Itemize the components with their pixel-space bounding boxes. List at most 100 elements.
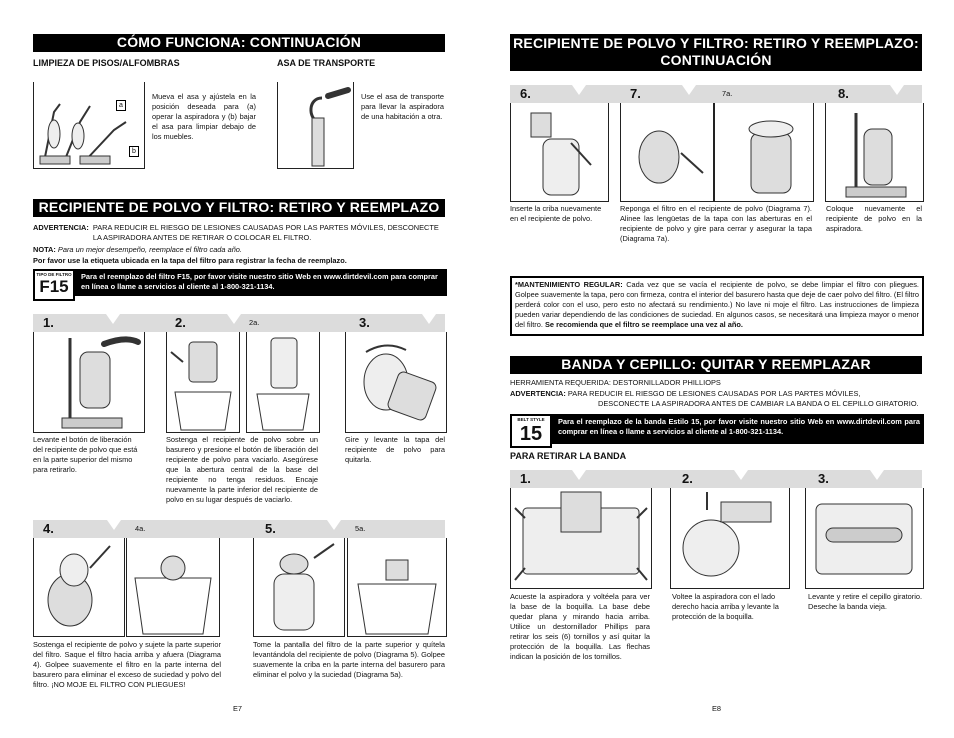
step-4-text: Sostenga el recipiente de polvo y sujete…	[33, 640, 221, 689]
belt-replacement-box: Para el reemplazo de la banda Estilo 15,…	[552, 414, 924, 444]
dust-cup-bottom-icon	[256, 337, 310, 431]
dust-cup-release-icon	[61, 336, 141, 429]
belt-badge-small-label: BELT STYLE	[517, 417, 545, 422]
floor-illustration	[33, 82, 145, 169]
step-4a-label: 4a.	[135, 524, 146, 533]
carry-handle-icon	[309, 87, 351, 167]
belt-warning-line1: PARA REDUCIR EL RIESGO DE LESIONES CAUSA…	[567, 389, 861, 398]
step-notch	[870, 470, 884, 480]
label-a: a	[116, 100, 126, 111]
belt-step-1-text: Acueste la aspiradora y voltéela para ve…	[510, 592, 650, 661]
step-3-text: Gire y levante la tapa del recipiente de…	[345, 435, 445, 464]
belt-warning: ADVERTENCIA: PARA REDUCIR EL RIESGO DE L…	[510, 389, 922, 409]
belt-step-2-text: Voltee la aspiradora con el lado derecho…	[672, 592, 779, 621]
step-5a-illustration	[347, 538, 447, 637]
belt-warning-label: ADVERTENCIA:	[510, 389, 566, 398]
steps-row3-bar: 6. 7. 7a. 8.	[510, 85, 922, 103]
step-4-illustration	[33, 538, 125, 637]
step-7a-illustration	[714, 103, 814, 202]
lock-lid-icon	[748, 120, 794, 194]
filter-replacement-box: Para el reemplazo del filtro F15, por fa…	[75, 269, 447, 296]
section-header-belt-brush: BANDA Y CEPILLO: QUITAR Y REEMPLAZAR	[510, 356, 922, 374]
regular-maintenance-box: *MANTENIMIENTO REGULAR: Cada vez que se …	[510, 276, 924, 336]
step-6-text: Inserte la criba nuevamente en el recipi…	[510, 204, 602, 223]
replace-filter-icon	[638, 130, 704, 184]
step-notch	[227, 314, 241, 324]
step-2a-illustration	[246, 332, 320, 433]
belt-warning-line2: DESCONECTE LA ASPIRADORA ANTES DE CAMBIA…	[598, 399, 919, 408]
replacement-date-note: Por favor use la etiqueta ubicada en la …	[33, 256, 347, 265]
insert-screen-icon	[530, 112, 592, 196]
note-line: NOTA: Para un mejor desempeño, reemplace…	[33, 245, 445, 255]
empty-dust-cup-icon	[170, 341, 232, 431]
step-5-illustration	[253, 538, 345, 637]
remove-filter-icon	[47, 545, 111, 627]
tool-required: HERRAMIENTA REQUERIDA: DESTORNILLADOR PH…	[510, 378, 721, 387]
belt-step-2-illustration	[670, 488, 790, 589]
steps-row1-bar: 1. 2. 2a. 3.	[33, 314, 445, 332]
step-notch	[107, 520, 121, 530]
step-1-illustration	[33, 332, 145, 433]
belt-badge-big-label: 15	[519, 423, 543, 445]
step-2-text: Sostenga el recipiente de polvo sobre un…	[166, 435, 318, 504]
section-header-dust-cup-continued: RECIPIENTE DE POLVO Y FILTRO: RETIRO Y R…	[510, 34, 922, 71]
page-number-right: E8	[712, 704, 722, 713]
step-2a-label: 2a.	[249, 318, 260, 327]
step-7-number: 7.	[630, 86, 641, 101]
step-6-illustration	[510, 103, 609, 202]
step-notch	[734, 470, 748, 480]
brushroll-icon	[815, 503, 913, 575]
belt-step-1-number: 1.	[520, 471, 531, 486]
step-6-number: 6.	[520, 86, 531, 101]
step-3-number: 3.	[359, 315, 370, 330]
step-8-text: Coloque nuevamente el recipiente de polv…	[826, 204, 922, 233]
warning-paragraph: ADVERTENCIA: PARA REDUCIR EL RIESGO DE L…	[33, 223, 445, 243]
tap-filter-trash-icon	[134, 555, 212, 635]
step-2-number: 2.	[175, 315, 186, 330]
belt-step-3-number: 3.	[818, 471, 829, 486]
step-7-illustration	[620, 103, 714, 202]
belt-step-3-illustration	[805, 488, 924, 589]
page-number-left: E7	[233, 704, 243, 713]
warning-text: PARA REDUCIR EL RIESGO DE LESIONES CAUSA…	[92, 223, 439, 242]
belt-step-1-illustration	[510, 488, 652, 589]
step-notch	[572, 85, 586, 95]
vacuum-handle-icon	[39, 103, 127, 165]
reinstall-dust-cup-icon	[845, 113, 907, 198]
step-notch	[327, 520, 341, 530]
warning-label: ADVERTENCIA:	[33, 223, 89, 232]
floor-cleaning-title: LIMPIEZA DE PISOS/ALFOMBRAS	[33, 58, 180, 68]
filter-type-badge: TIPO DE FILTRO F15	[33, 269, 75, 301]
belt-steps-bar: 1. 2. 3.	[510, 470, 922, 488]
step-notch	[106, 314, 120, 324]
note-label: NOTA:	[33, 245, 56, 254]
step-4a-illustration	[126, 538, 220, 637]
step-5-number: 5.	[265, 521, 276, 536]
step-7a-label: 7a.	[722, 89, 733, 98]
lid-twist-icon	[363, 344, 437, 421]
tap-screen-trash-icon	[357, 559, 437, 635]
step-notch	[572, 470, 586, 480]
step-5a-label: 5a.	[355, 524, 366, 533]
remove-screen-icon	[273, 543, 335, 631]
steps-row2-bar: 4. 4a. 5. 5a.	[33, 520, 445, 538]
belt-step-3-text: Levante y retire el cepillo giratorio. D…	[808, 592, 922, 611]
remove-belt-subheading: PARA RETIRAR LA BANDA	[510, 451, 627, 461]
step-1-text: Levante el botón de liberación del recip…	[33, 435, 138, 474]
step-4-number: 4.	[43, 521, 54, 536]
step-1-number: 1.	[43, 315, 54, 330]
section-header-dust-cup: RECIPIENTE DE POLVO Y FILTRO: RETIRO Y R…	[33, 199, 445, 217]
section-header-how-it-works: CÓMO FUNCIONA: CONTINUACIÓN	[33, 34, 445, 52]
carry-handle-title: ASA DE TRANSPORTE	[277, 58, 376, 68]
belt-style-badge: BELT STYLE 15	[510, 414, 552, 448]
carry-illustration	[277, 82, 354, 169]
step-notch	[890, 85, 904, 95]
lift-nozzle-cover-icon	[682, 492, 772, 577]
belt-step-2-number: 2.	[682, 471, 693, 486]
step-5-text: Tome la pantalla del filtro de la parte …	[253, 640, 445, 679]
step-3-illustration	[345, 332, 447, 433]
carry-step-text: Use el asa de transporte para llevar la …	[361, 92, 444, 121]
badge-small-label: TIPO DE FILTRO	[36, 272, 72, 277]
note-text: Para un mejor desempeño, reemplace el fi…	[57, 245, 242, 254]
maintenance-bold-text: Se recomienda que el filtro se reemplace…	[545, 320, 743, 329]
